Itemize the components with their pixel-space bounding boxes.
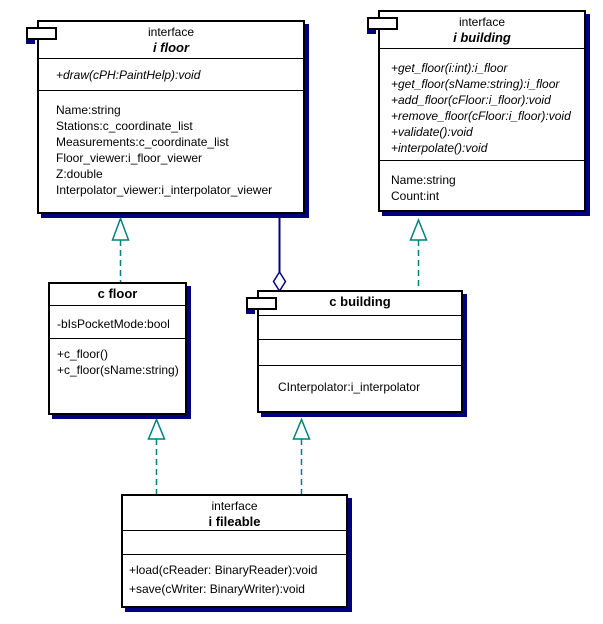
hollow-triangle-arrowhead: [147, 417, 166, 440]
operation: +validate():void: [391, 125, 473, 139]
operation: +get_floor(sName:string):i_floor: [391, 77, 560, 91]
empty-compartment: [259, 339, 461, 365]
title-compartment: interface i floor: [39, 22, 303, 58]
stereotype-label: interface: [458, 15, 506, 29]
operations-compartment: +get_floor(i:int):i_floor +get_floor(sNa…: [380, 48, 584, 160]
operations-compartment: +c_floor() +c_floor(sName:string): [50, 338, 185, 413]
title-compartment: c building: [259, 292, 461, 315]
attribute: Measurements:c_coordinate_list: [56, 135, 229, 149]
attribute: CInterpolator:i_interpolator: [278, 380, 421, 394]
class-box-i-fileable: interface i fileable +load(cReader: Bina…: [121, 494, 348, 608]
operations-compartment: +draw(cPH:PaintHelp):void: [39, 58, 303, 90]
attributes-compartment: Name:string Count:int: [380, 160, 584, 210]
attribute: Interpolator_viewer:i_interpolator_viewe…: [56, 183, 273, 197]
title-compartment: interface i fileable: [123, 496, 346, 530]
attribute: Floor_viewer:i_floor_viewer: [56, 151, 203, 165]
stereotype-label: interface: [147, 25, 195, 39]
title-compartment: c floor: [50, 284, 185, 305]
operation: +c_floor(sName:string): [57, 363, 179, 377]
hollow-triangle-arrowhead: [409, 217, 428, 241]
hollow-triangle-arrowhead: [111, 216, 130, 241]
operation: +load(cReader: BinaryReader):void: [129, 563, 318, 577]
operation: +interpolate():void: [391, 141, 488, 155]
class-tab-icon: [246, 297, 277, 314]
attribute: Name:string: [391, 173, 456, 187]
attributes-compartment: Name:string Stations:c_coordinate_list M…: [39, 90, 303, 212]
operation: +get_floor(i:int):i_floor: [391, 61, 508, 75]
class-box-c-floor: c floor -bIsPocketMode:bool +c_floor() +…: [48, 282, 187, 415]
operation: +remove_floor(cFloor:i_floor):void: [391, 109, 571, 123]
class-box-i-building: interface i building +get_floor(i:int):i…: [367, 10, 586, 212]
hollow-diamond: [272, 270, 287, 293]
class-name: c building: [329, 294, 391, 309]
empty-compartment: [123, 530, 346, 554]
class-box-c-building: c building CInterpolator:i_interpolator: [246, 290, 463, 413]
class-name: i fileable: [208, 514, 261, 529]
class-name: c floor: [97, 286, 138, 301]
operation: +draw(cPH:PaintHelp):void: [56, 68, 201, 82]
empty-compartment: [259, 315, 461, 339]
class-name: i floor: [152, 40, 190, 55]
class-tab-icon: [367, 17, 398, 34]
realization-c-building-to-i-building: [409, 217, 428, 290]
hollow-triangle-arrowhead: [292, 417, 311, 440]
title-compartment: interface i building: [380, 12, 584, 48]
realization-i-fileable-to-c-floor: [147, 417, 166, 494]
operation: +c_floor(): [57, 347, 109, 361]
realization-c-floor-to-i-floor: [111, 216, 130, 282]
class-tab-icon: [26, 27, 57, 44]
attribute: Z:double: [56, 167, 103, 181]
attributes-compartment: CInterpolator:i_interpolator: [259, 365, 461, 411]
operation: +add_floor(cFloor:i_floor):void: [391, 93, 551, 107]
operation: +save(cWriter: BinaryWriter):void: [129, 582, 305, 596]
attribute: Stations:c_coordinate_list: [56, 119, 193, 133]
stereotype-label: interface: [211, 499, 258, 513]
aggregation-c-building-i-floor: [272, 214, 287, 293]
attribute: -bIsPocketMode:bool: [57, 317, 170, 331]
attributes-compartment: -bIsPocketMode:bool: [50, 305, 185, 338]
class-box-i-floor: interface i floor +draw(cPH:PaintHelp):v…: [26, 20, 305, 214]
realization-i-fileable-to-c-building: [292, 417, 311, 494]
attribute: Count:int: [391, 189, 440, 203]
attribute: Name:string: [56, 103, 121, 117]
operations-compartment: +load(cReader: BinaryReader):void +save(…: [123, 554, 346, 606]
class-name: i building: [453, 30, 511, 45]
